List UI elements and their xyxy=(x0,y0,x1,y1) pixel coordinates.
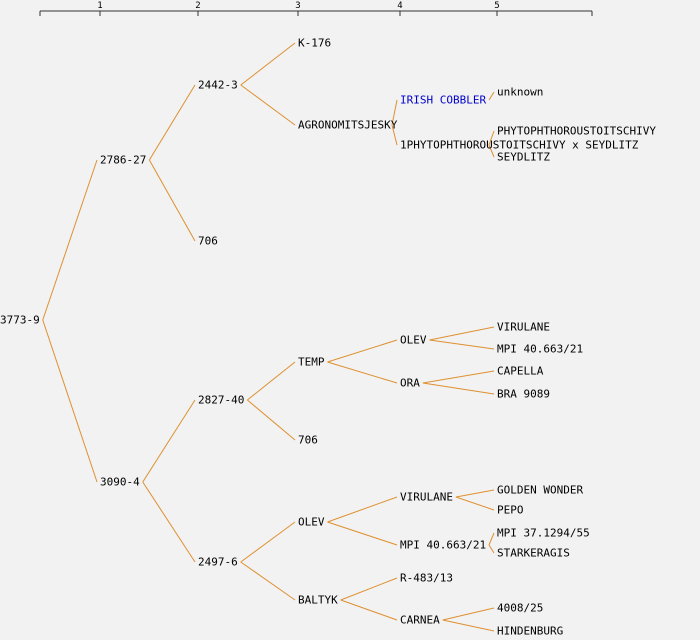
tree-edge xyxy=(488,130,495,146)
tree-edge xyxy=(422,370,495,384)
tree-edge xyxy=(488,91,495,101)
tree-node-starkeragis: STARKERAGIS xyxy=(497,546,570,560)
tree-edge xyxy=(142,481,196,563)
tree-node-olev: OLEV xyxy=(298,515,325,529)
tree-node-bra-9089: BRA 9089 xyxy=(497,387,550,401)
tree-node-baltyk: BALTYK xyxy=(298,593,338,607)
tree-node-k-176: K-176 xyxy=(298,36,332,50)
tree-edge xyxy=(429,326,495,341)
tree-node-pepo: PEPO xyxy=(497,503,524,517)
tree-edge xyxy=(247,399,296,441)
tree-node-golden-wonder: GOLDEN WONDER xyxy=(497,483,584,497)
tree-edge xyxy=(488,144,495,158)
tree-node-3090-4: 3090-4 xyxy=(100,475,140,489)
tree-edge xyxy=(327,521,398,546)
tree-edge xyxy=(455,489,495,498)
tree-node-4008-25: 4008/25 xyxy=(497,601,544,615)
tree-edge xyxy=(340,577,398,601)
tree-edge xyxy=(148,159,196,242)
tree-node-hindenburg: HINDENBURG xyxy=(497,624,564,638)
tree-node-ora: ORA xyxy=(400,376,420,390)
tree-edge xyxy=(429,339,495,350)
tree-node-phytophthoroustoitschivy: PHYTOPHTHOROUSTOITSCHIVY xyxy=(497,124,656,138)
tree-edge xyxy=(247,361,296,401)
tree-edge xyxy=(455,496,495,511)
tree-node-706: 706 xyxy=(198,234,218,248)
tree-node-mpi-40-663-21: MPI 40.663/21 xyxy=(400,538,487,552)
tree-edge xyxy=(442,619,495,632)
tree-node-temp: TEMP xyxy=(298,355,325,369)
tree-edge xyxy=(142,399,196,483)
tree-node-r-483-13: R-483/13 xyxy=(400,571,453,585)
tree-node-virulane: VIRULANE xyxy=(400,490,453,504)
tree-node-unknown: unknown xyxy=(497,85,544,99)
tree-edge xyxy=(488,532,495,546)
generation-label-1: 1 xyxy=(97,1,102,11)
tree-edge xyxy=(327,496,398,523)
generation-label-3: 3 xyxy=(295,1,300,11)
tree-edge xyxy=(42,159,98,321)
tree-edge xyxy=(340,599,398,621)
tree-edge xyxy=(42,319,98,483)
tree-node-3773-9: 3773-9 xyxy=(0,313,40,327)
tree-edge xyxy=(391,99,398,126)
tree-node-2497-6: 2497-6 xyxy=(198,555,238,569)
generation-label-2: 2 xyxy=(195,1,200,11)
tree-node-2786-27: 2786-27 xyxy=(100,153,147,167)
tree-node-mpi-40-663-21: MPI 40.663/21 xyxy=(497,342,584,356)
tree-edge xyxy=(327,361,398,384)
tree-edge xyxy=(240,84,296,126)
tree-node-2827-40: 2827-40 xyxy=(198,393,245,407)
tree-node-706: 706 xyxy=(298,433,318,447)
tree-node-virulane: VIRULANE xyxy=(497,320,550,334)
tree-edge xyxy=(442,607,495,621)
tree-node-agronomitsjesky: AGRONOMITSJESKY xyxy=(298,118,398,132)
generation-label-4: 4 xyxy=(397,1,402,11)
tree-node-irish-cobbler[interactable]: IRISH COBBLER xyxy=(400,93,487,107)
tree-node-1phytophthoroustoitschivy-x-seydlitz: 1PHYTOPHTHOROUSTOITSCHIVY x SEYDLITZ xyxy=(400,138,639,152)
tree-edge xyxy=(148,84,196,161)
tree-edge xyxy=(240,521,296,563)
tree-node-seydlitz: SEYDLITZ xyxy=(497,150,550,164)
tree-node-mpi-37-1294-55: MPI 37.1294/55 xyxy=(497,526,590,540)
tree-node-olev: OLEV xyxy=(400,333,427,347)
tree-edge xyxy=(240,42,296,86)
tree-node-capella: CAPELLA xyxy=(497,364,544,378)
tree-edge xyxy=(422,382,495,395)
tree-edge xyxy=(327,339,398,363)
generation-label-5: 5 xyxy=(494,1,499,11)
tree-node-2442-3: 2442-3 xyxy=(198,78,238,92)
tree-edge xyxy=(240,561,296,601)
tree-edge xyxy=(391,124,398,146)
tree-node-carnea: CARNEA xyxy=(400,613,440,627)
tree-edge xyxy=(488,544,495,554)
